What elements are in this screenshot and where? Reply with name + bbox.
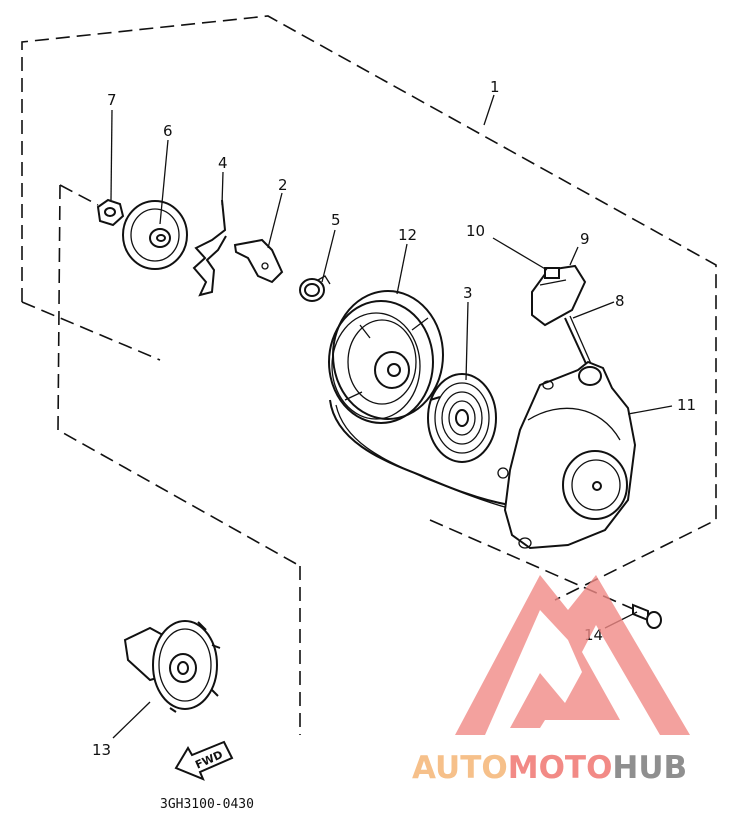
callout-7: 7 (107, 91, 117, 109)
part-9-starter-handle (531, 264, 587, 327)
leader-lines (110, 94, 673, 739)
callout-2: 2 (278, 176, 288, 194)
part-12-sheave-drum (328, 290, 513, 510)
watermark-text-moto: MOTO (508, 750, 613, 786)
part-3-spiral-spring (427, 373, 497, 463)
diagram-code: 3GH3100-0430 (160, 797, 254, 812)
callout-9: 9 (580, 230, 590, 248)
part-14-bolt (632, 603, 662, 629)
callout-8: 8 (615, 292, 625, 310)
assembly-boundary-outer (21, 15, 717, 601)
watermark-text-auto: AUTO (412, 750, 508, 786)
part-13-starter-pulley (123, 620, 221, 713)
part-7-nut (96, 198, 125, 227)
part-4-spring-clip (192, 199, 227, 297)
callout-1: 1 (490, 78, 500, 96)
callout-4: 4 (218, 154, 228, 172)
part-8-rope (564, 315, 593, 369)
watermark-text: AUTOMOTOHUB (412, 750, 687, 786)
callout-12: 12 (398, 226, 417, 244)
callout-6: 6 (163, 122, 173, 140)
watermark-text-hub: HUB (612, 750, 687, 786)
callout-5: 5 (331, 211, 341, 229)
callout-11: 11 (677, 396, 696, 414)
part-2-pawl (233, 238, 284, 284)
fwd-arrow: FWD (174, 740, 234, 781)
part-5-spring (299, 275, 331, 302)
callout-10: 10 (466, 222, 485, 240)
callout-labels: 1 2 3 4 5 6 7 8 9 10 11 12 13 14 (92, 78, 696, 759)
part-6-drive-plate (122, 200, 188, 270)
callout-3: 3 (463, 284, 473, 302)
callout-13: 13 (92, 741, 111, 759)
part-11-starter-case (497, 360, 637, 550)
watermark-logo-mark (455, 575, 690, 735)
